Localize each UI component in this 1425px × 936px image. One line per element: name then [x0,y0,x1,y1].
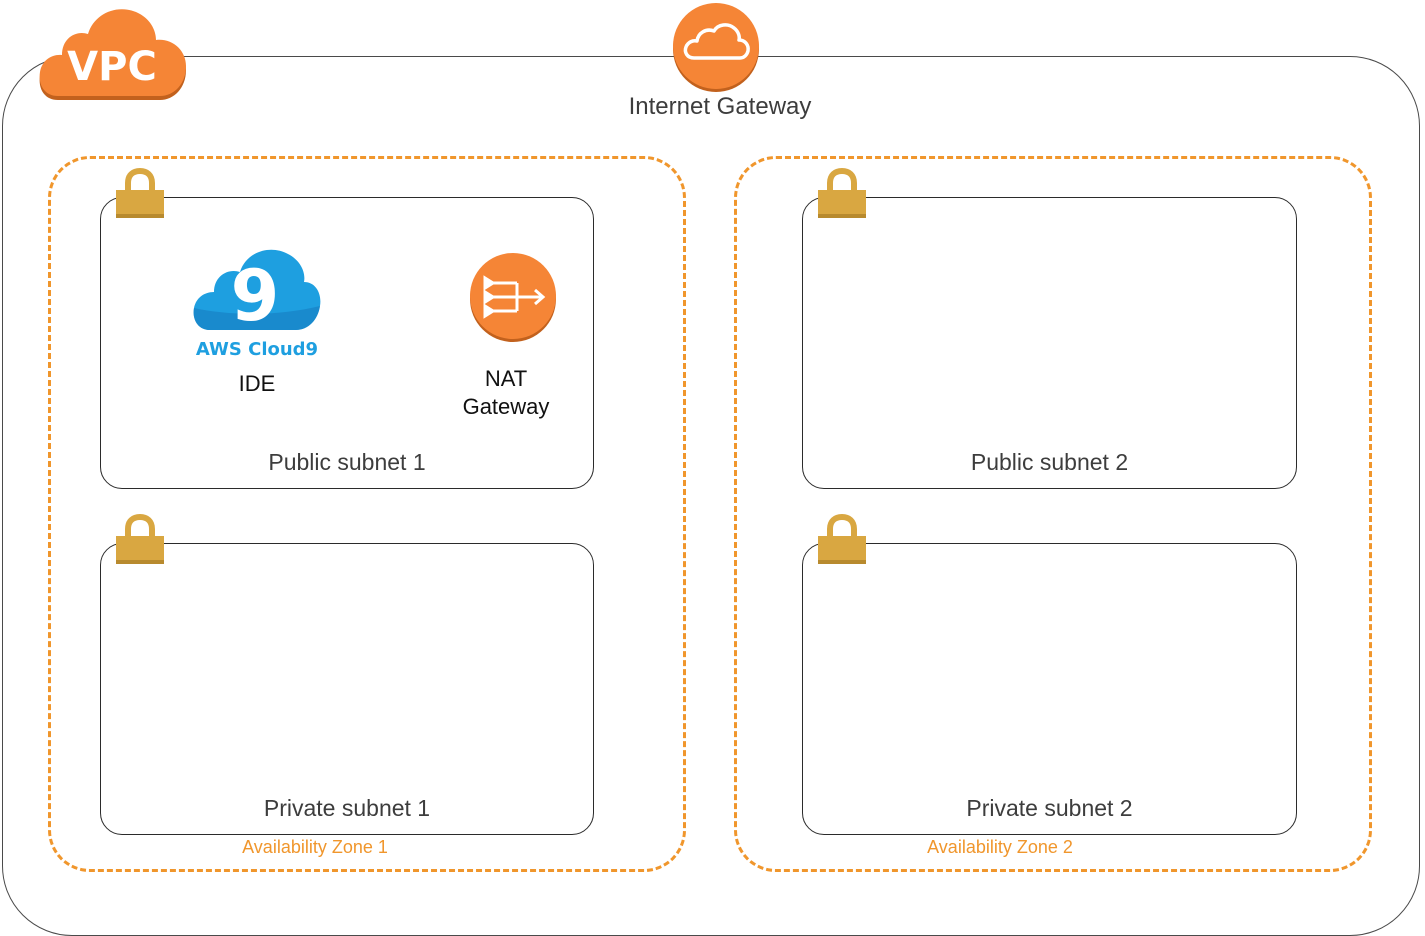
private-subnet-1-label: Private subnet 1 [263,795,431,821]
ide-label: IDE [238,371,276,396]
internet-gateway-label: Internet Gateway [628,93,812,120]
private-subnet-2: Private subnet 2 [802,543,1297,835]
cloud9-digit: 9 [231,255,280,337]
availability-zone-2 [734,156,1372,872]
vpc-cloud-badge-icon: VPC [39,9,186,101]
availability-zone-1-label: Availability Zone 1 [242,837,388,857]
availability-zone-2-label: Availability Zone 2 [927,837,1073,857]
nat-gateway-label: NAT Gateway [436,365,576,421]
lock-icon [818,514,866,564]
public-subnet-2-label: Public subnet 2 [970,449,1129,475]
nat-gateway-label-line2: Gateway [462,394,550,419]
public-subnet-2: Public subnet 2 [802,197,1297,489]
availability-zone-1 [48,156,686,872]
lock-icon [116,168,164,218]
aws-cloud9-logo-icon: 9 AWS Cloud9 [193,249,321,360]
cloud9-logo-text: AWS Cloud9 [196,339,318,360]
lock-icon [818,168,866,218]
private-subnet-2-label: Private subnet 2 [966,795,1133,821]
lock-icon [116,514,164,564]
nat-gateway-label-line1: NAT [484,366,528,391]
public-subnet-1-label: Public subnet 1 [268,449,426,475]
vpc-badge-text: VPC [67,44,157,90]
private-subnet-1: Private subnet 1 [100,543,594,835]
internet-gateway-icon [673,3,759,92]
public-subnet-1: Public subnet 1 [100,197,594,489]
nat-gateway-icon [470,253,556,342]
